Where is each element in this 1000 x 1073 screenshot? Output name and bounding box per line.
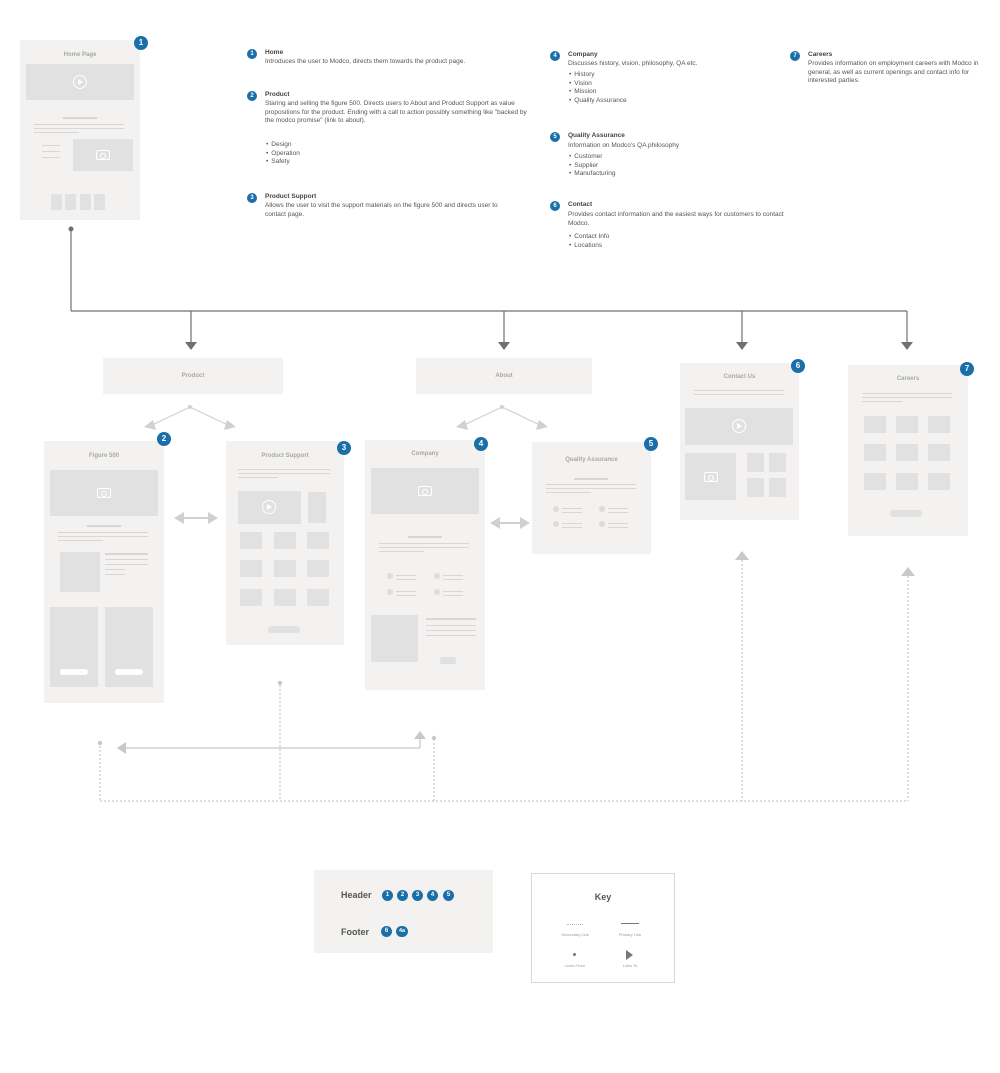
key-primary-label: Primary Link	[618, 932, 642, 937]
desc-badge: 3	[247, 193, 257, 203]
key-to-label: Links To	[622, 963, 638, 968]
desc-badge: 5	[550, 132, 560, 142]
desc-text: Provides contact information and the eas…	[568, 211, 784, 227]
desc-badge: 6	[550, 201, 560, 211]
camera-icon	[97, 488, 111, 498]
desc-title: Product	[265, 91, 290, 98]
desc-badge: 4	[550, 51, 560, 61]
page-badge: 4	[474, 437, 488, 451]
desc-bullets: DesignOperationSafety	[266, 141, 300, 167]
page-badge: 3	[337, 441, 351, 455]
arrow-down-icon	[185, 342, 197, 350]
page-badge: 1	[134, 36, 148, 50]
product-support-wireframe[interactable]: Product Support	[226, 441, 344, 645]
video-icon	[732, 419, 746, 433]
page-badge: 6	[791, 359, 805, 373]
video-icon	[262, 500, 276, 514]
home-page-wireframe[interactable]: Home Page	[20, 40, 140, 220]
page-title: Figure 500	[88, 453, 119, 459]
desc-bullets: Contact InfoLocations	[569, 233, 609, 250]
page-badge: 5	[644, 437, 658, 451]
nav-about-box[interactable]: About	[416, 358, 592, 394]
desc-title: Careers	[808, 51, 833, 58]
header-badge: 2	[397, 890, 408, 901]
desc-text: Introduces the user to Modco, directs th…	[265, 58, 466, 65]
link-from-dot	[68, 226, 74, 232]
desc-bullets: HistoryVisionMissionQuality Assurance	[569, 71, 626, 105]
desc-title: Quality Assurance	[568, 132, 625, 139]
desc-title: Company	[568, 51, 598, 58]
arrow-left-icon	[117, 742, 126, 754]
desc-text: Provides information on employment caree…	[808, 60, 979, 84]
figure-500-wireframe[interactable]: Figure 500	[44, 441, 164, 703]
footer-badge: 6	[381, 926, 392, 937]
arrow-up-icon	[735, 551, 749, 560]
key-title: Key	[594, 892, 612, 902]
footer-label: Footer	[341, 927, 369, 937]
desc-bullets: CustomerSupplierManufacturing	[569, 153, 615, 179]
camera-icon	[704, 472, 718, 482]
key-legend: Key Secondary Link Primary Link Links Fr…	[531, 873, 675, 983]
page-title: Careers	[896, 376, 920, 382]
nav-product-box[interactable]: Product	[103, 358, 283, 394]
desc-text: Discusses history, vision, philosophy, Q…	[568, 60, 698, 67]
desc-text: Allows the user to visit the support mat…	[265, 202, 498, 218]
page-badge: 7	[960, 362, 974, 376]
page-title: Contact Us	[723, 374, 756, 380]
arrow-down-icon	[498, 342, 510, 350]
arrow-up-icon	[414, 731, 426, 739]
header-badge: 1	[382, 890, 393, 901]
quality-assurance-wireframe[interactable]: Quality Assurance	[532, 442, 651, 554]
desc-text: Information on Modco's QA philosophy	[568, 142, 680, 149]
primary-link-sample	[621, 923, 639, 924]
page-badge: 2	[157, 432, 171, 446]
page-title: Product Support	[261, 453, 309, 459]
key-from-label: Links From	[565, 963, 585, 968]
video-icon	[73, 75, 87, 89]
page-title: Company	[411, 451, 439, 457]
link-to-arrow-icon	[626, 950, 633, 960]
desc-badge: 2	[247, 91, 257, 101]
careers-wireframe[interactable]: Careers	[848, 365, 968, 536]
link-from-dot-icon	[573, 953, 576, 956]
company-wireframe[interactable]: Company	[365, 440, 485, 690]
arrow-down-icon	[901, 342, 913, 350]
page-title: Home Page	[63, 52, 97, 58]
desc-title: Home	[265, 49, 284, 56]
page-title: Quality Assurance	[565, 457, 618, 463]
header-badge: 5	[443, 890, 454, 901]
camera-icon	[96, 150, 110, 160]
desc-title: Contact	[568, 201, 593, 208]
footer-badge: 4a	[396, 926, 408, 937]
header-footer-legend: Header 1 2 3 4 5 Footer 6 4a	[314, 870, 493, 953]
desc-badge: 7	[790, 51, 800, 61]
key-secondary-label: Secondary Link	[561, 932, 589, 937]
desc-title: Product Support	[265, 193, 317, 200]
desc-text: Staring and selling the figure 500. Dire…	[265, 100, 527, 124]
secondary-link-sample	[567, 924, 583, 925]
header-badge: 4	[427, 890, 438, 901]
contact-us-wireframe[interactable]: Contact Us	[680, 363, 799, 520]
camera-icon	[418, 486, 432, 496]
arrow-down-icon	[736, 342, 748, 350]
arrow-up-icon	[901, 567, 915, 576]
header-label: Header	[341, 890, 372, 900]
desc-badge: 1	[247, 49, 257, 59]
header-badge: 3	[412, 890, 423, 901]
